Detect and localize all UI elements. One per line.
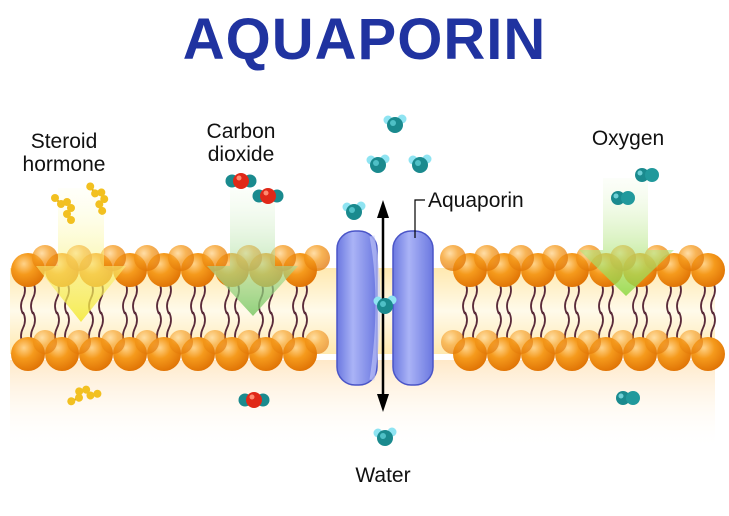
lipid-tail — [496, 281, 502, 315]
water-label: Water — [355, 464, 411, 487]
lipid-tail — [676, 281, 682, 315]
lipid-head-back — [678, 245, 704, 271]
oxygen-molecule-icon — [611, 191, 635, 205]
lipid-tail — [598, 281, 604, 315]
carbon-dioxide-molecule-icon — [225, 173, 257, 189]
oxygen-label: Oxygen — [591, 127, 665, 150]
lipid-head-back — [134, 245, 160, 271]
lipid-tail — [574, 281, 580, 315]
lipid-tail — [642, 281, 648, 315]
steroid-molecule-icon — [86, 182, 109, 215]
lipid-tail — [166, 281, 172, 315]
steroid-molecule-icon — [51, 194, 75, 224]
lipid-head-back — [475, 330, 499, 354]
lipid-head-back — [440, 245, 466, 271]
steroid-arrow — [36, 188, 126, 322]
lipid-head-back — [679, 330, 703, 354]
lipid-head-back — [101, 330, 125, 354]
lipid-tail — [506, 281, 512, 315]
lipid-tail — [540, 281, 546, 315]
lipid-head-back — [577, 330, 601, 354]
page-title: AQUAPORIN — [182, 7, 547, 72]
water-molecule-icon — [366, 154, 390, 173]
carbon-dioxide-label: Carbon dioxide — [206, 120, 276, 166]
oxygen-arrow — [579, 178, 674, 296]
lipid-head-back — [32, 245, 58, 271]
aquaporin-pointer — [414, 199, 425, 238]
lipid-tail — [156, 281, 162, 315]
lipid-head-back — [237, 330, 261, 354]
steroid-molecule-icon — [67, 385, 102, 406]
lipid-head-back — [203, 330, 227, 354]
lipid-head-back — [543, 330, 567, 354]
lipid-tail — [302, 281, 308, 315]
lipid-head-back — [542, 245, 568, 271]
lipid-tail — [190, 281, 196, 315]
lipid-head-back — [33, 330, 57, 354]
lipid-tail — [710, 281, 716, 315]
lipid-tail — [292, 281, 298, 315]
water-molecule-icon — [383, 114, 407, 133]
aquaporin-label: Aquaporin — [428, 189, 524, 212]
lipid-head-back — [271, 330, 295, 354]
lipid-tail — [20, 281, 26, 315]
lipid-tail — [472, 281, 478, 315]
water-molecule-icon — [373, 427, 397, 446]
lipid-tail — [30, 281, 36, 315]
lipid-head-back — [305, 330, 329, 354]
lipid-tail — [632, 281, 638, 315]
water-molecule-icon — [408, 154, 432, 173]
lipid-heads-bottom — [11, 330, 725, 371]
lipid-head-back — [611, 330, 635, 354]
lipid-tail — [132, 281, 138, 315]
lipid-tail — [700, 281, 706, 315]
oxygen-molecule-icon — [635, 168, 659, 182]
lipid-tail — [564, 281, 570, 315]
lipid-tail — [608, 281, 614, 315]
lipid-head-back — [135, 330, 159, 354]
lipid-head-back — [168, 245, 194, 271]
lipid-head-back — [169, 330, 193, 354]
carbon-dioxide-molecule-icon — [252, 188, 284, 204]
lipid-head-back — [474, 245, 500, 271]
lipid-tail — [530, 281, 536, 315]
lipid-head-back — [202, 245, 228, 271]
lipid-head-back — [441, 330, 465, 354]
steroid-hormone-label: Steroid hormone — [22, 130, 106, 176]
lipid-tail — [666, 281, 672, 315]
lipid-head-back — [67, 330, 91, 354]
lipid-head-back — [100, 245, 126, 271]
carbon-dioxide-arrow — [207, 190, 298, 316]
water-molecule-icon — [373, 295, 397, 314]
lipid-head-back — [509, 330, 533, 354]
lipid-head-back — [508, 245, 534, 271]
carbon-dioxide-molecule-icon — [238, 392, 270, 408]
lipid-head-back — [270, 245, 296, 271]
lipid-tail — [122, 281, 128, 315]
lipid-head-back — [645, 330, 669, 354]
water-molecule-icon — [342, 201, 366, 220]
molecules — [51, 114, 659, 446]
lipid-tail — [462, 281, 468, 315]
oxygen-molecule-icon — [616, 391, 640, 405]
lipid-tail — [200, 281, 206, 315]
lipid-head-back — [304, 245, 330, 271]
